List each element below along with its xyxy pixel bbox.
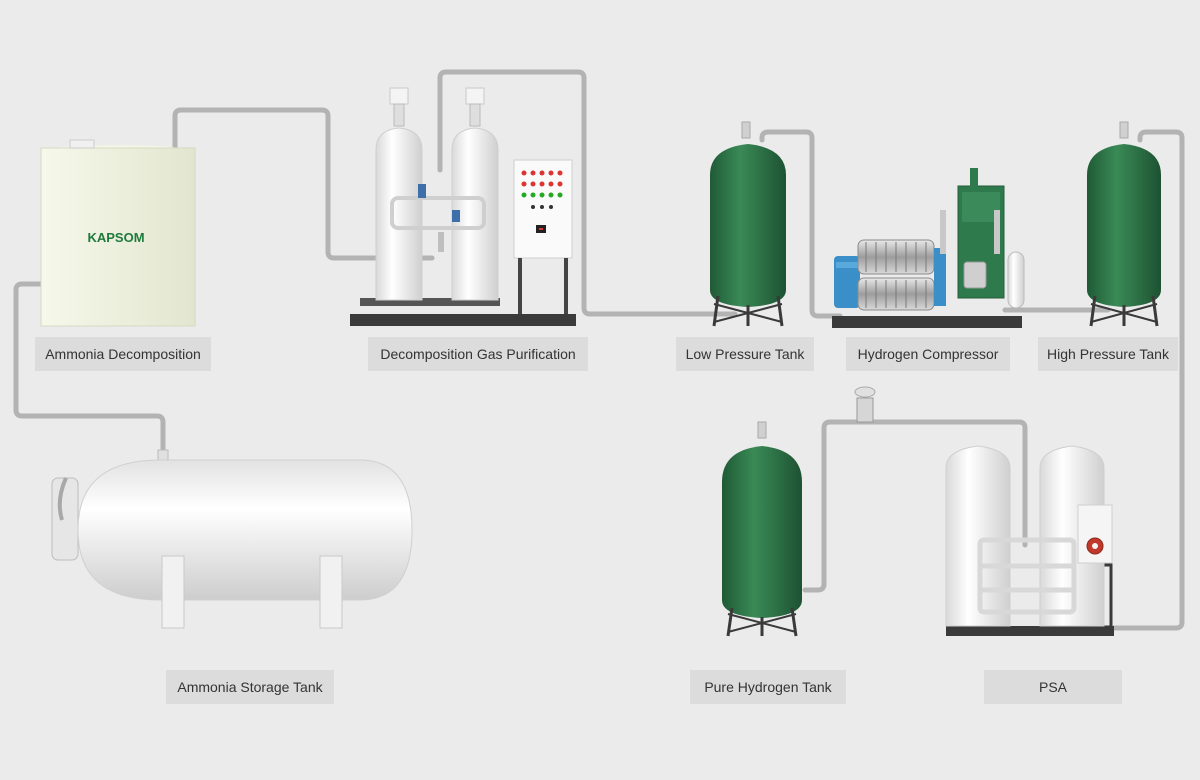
label-hydrogen-compressor: Hydrogen Compressor	[846, 337, 1010, 371]
pipe-low-pressure-to-compressor	[759, 129, 843, 319]
low-pressure-tank	[710, 121, 786, 327]
label-high-pressure-tank: High Pressure Tank	[1038, 337, 1178, 371]
pipe-high-pressure-to-psa	[1107, 129, 1185, 631]
psa-unit	[945, 445, 1114, 636]
label-gas-purification: Decomposition Gas Purification	[368, 337, 588, 371]
pure-hydrogen-tank	[722, 386, 876, 637]
label-pure-hydrogen-tank: Pure Hydrogen Tank	[690, 670, 846, 704]
label-ammonia-storage-tank: Ammonia Storage Tank	[166, 670, 334, 704]
pipe-decomposition-to-purification	[172, 107, 435, 261]
label-low-pressure-tank: Low Pressure Tank	[676, 337, 814, 371]
ammonia-decomposition-unit: KAPSOM	[40, 139, 196, 327]
ammonia-storage-tank	[51, 449, 413, 629]
label-psa: PSA	[984, 670, 1122, 704]
pipe-purification-to-low-pressure	[437, 69, 738, 317]
pipe-network	[13, 69, 1185, 631]
label-ammonia-decomposition: Ammonia Decomposition	[35, 337, 211, 371]
gas-purification-unit	[350, 87, 576, 326]
hydrogen-compressor	[832, 168, 1025, 328]
high-pressure-tank	[1087, 121, 1161, 327]
pipe-psa-to-pure-hydrogen	[802, 419, 1028, 593]
control-panel-lights	[521, 170, 563, 233]
pipe-storage-to-decomposition	[13, 281, 166, 458]
kapsom-logo: KAPSOM	[87, 230, 144, 245]
